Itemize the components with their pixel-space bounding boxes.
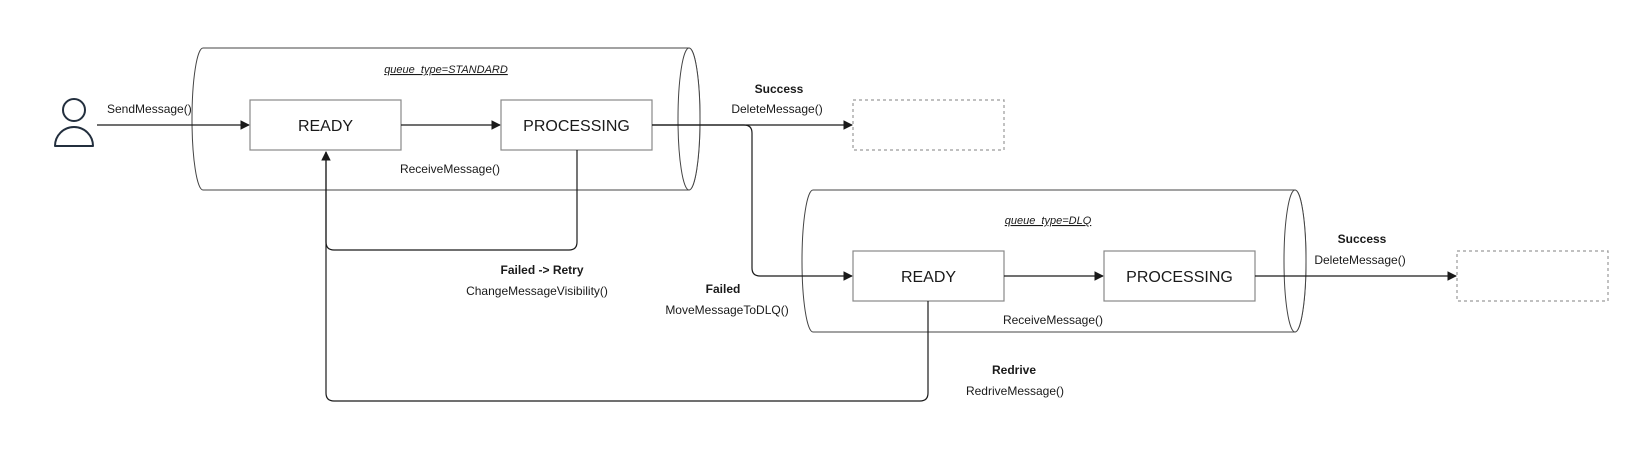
standard-ready-state: READY	[249, 99, 402, 151]
standard-queue-title: queue_type=STANDARD	[384, 64, 508, 76]
failed-arrow	[652, 124, 853, 281]
dlq-processing-state: PROCESSING	[1103, 250, 1256, 302]
standard-processing-state: PROCESSING	[500, 99, 653, 151]
dlq-success-action: DeleteMessage()	[1314, 253, 1405, 267]
dlq-deleted-placeholder	[1456, 250, 1609, 302]
success-action: DeleteMessage()	[731, 102, 822, 116]
retry-title: Failed -> Retry	[500, 263, 583, 277]
dlq-success-title: Success	[1338, 232, 1387, 246]
retry-action: ChangeMessageVisibility()	[466, 284, 608, 298]
deleted-placeholder	[852, 99, 1005, 151]
redrive-title: Redrive	[992, 363, 1036, 377]
dlq-ready-label: READY	[901, 269, 956, 286]
standard-processing-label: PROCESSING	[523, 118, 630, 135]
standard-receive-label: ReceiveMessage()	[400, 162, 500, 176]
dlq-processing-label: PROCESSING	[1126, 269, 1233, 286]
success-title: Success	[755, 82, 804, 96]
standard-queue: queue_type=STANDARD	[191, 47, 701, 191]
send-message-label: SendMessage()	[107, 102, 192, 116]
dlq-receive-label: ReceiveMessage()	[1003, 313, 1103, 327]
failed-action: MoveMessageToDLQ()	[665, 303, 788, 317]
dlq-queue-title: queue_type=DLQ	[1005, 215, 1092, 227]
redrive-arrow	[325, 152, 929, 402]
redrive-action: RedriveMessage()	[966, 384, 1064, 398]
failed-title: Failed	[706, 282, 741, 296]
standard-ready-label: READY	[298, 118, 353, 135]
dlq-ready-state: READY	[852, 250, 1005, 302]
user-icon	[54, 98, 94, 147]
